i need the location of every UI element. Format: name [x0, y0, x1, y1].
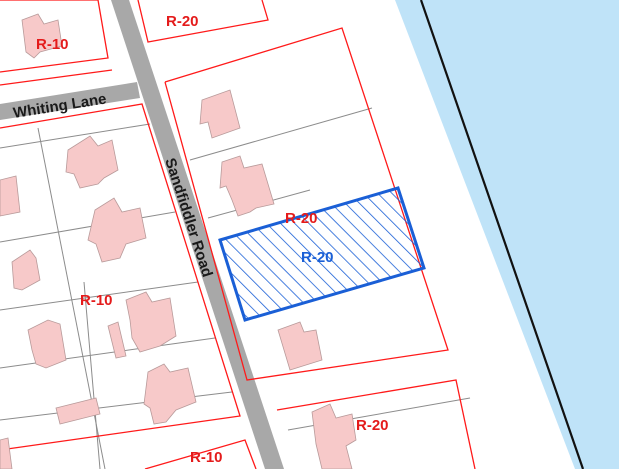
zone-label-highlight: R-20: [301, 249, 334, 266]
building: [277, 321, 323, 371]
sandfiddler-road: [111, 0, 284, 469]
building: [27, 319, 67, 369]
building: [219, 155, 275, 217]
zone-label: R-20: [356, 417, 389, 434]
building: [311, 403, 357, 469]
building: [0, 437, 13, 469]
zone-label: R-10: [190, 449, 223, 466]
building: [107, 321, 127, 359]
zone-label: R-10: [36, 36, 69, 53]
building: [87, 197, 147, 263]
ocean-water: [395, 0, 619, 469]
zone-label: R-10: [80, 292, 113, 309]
building: [0, 175, 21, 217]
building: [199, 89, 241, 139]
building: [55, 397, 101, 425]
buildings: [0, 13, 357, 469]
shoreline: [419, 0, 585, 469]
building: [21, 13, 63, 59]
zone-boundaries: [0, 0, 476, 469]
parcel-lines-west: [0, 123, 233, 469]
whiting-lane: [0, 82, 140, 120]
building: [11, 249, 41, 291]
building: [125, 291, 177, 353]
zone-label: R-20: [285, 210, 318, 227]
building: [65, 135, 119, 189]
road-label-sandfiddler-road: Sandfiddler Road: [161, 156, 216, 279]
building: [143, 363, 197, 425]
zone-label: R-20: [166, 13, 199, 30]
highlighted-parcel[interactable]: [218, 186, 426, 322]
